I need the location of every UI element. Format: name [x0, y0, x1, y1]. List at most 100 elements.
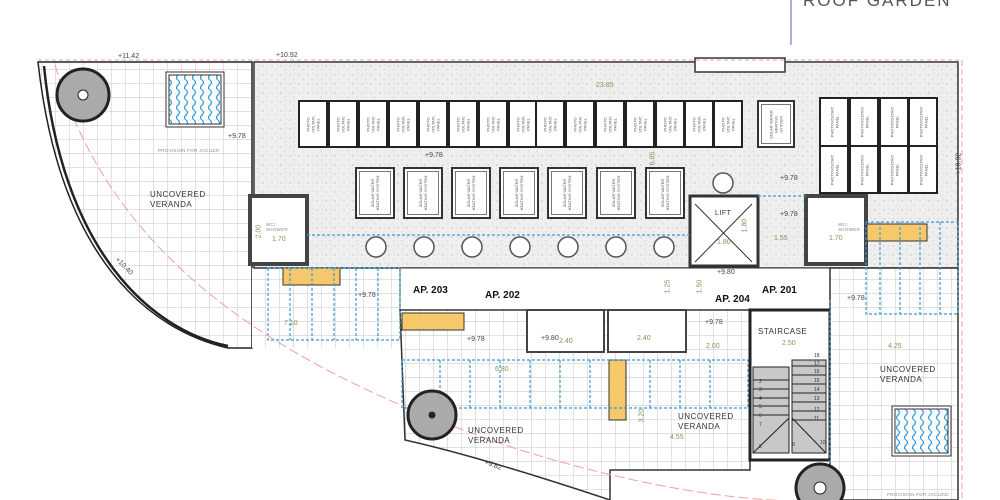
dimension-label: 2.00: [706, 343, 720, 350]
dimension-label: 1.80: [741, 218, 749, 233]
pv-panel-label: PHOTO VOLTAIC PANEL: [632, 115, 648, 133]
left-veranda-edge: [42, 65, 229, 348]
stair-step-number: 18: [814, 353, 820, 359]
dimension-label: 1.25: [664, 279, 672, 294]
pv-panel-label: PHOTO VOLTAIC PANEL: [365, 115, 381, 133]
room-label-lift: LIFT: [715, 210, 732, 217]
spiral-staircase: [55, 67, 846, 500]
pv-panel-label: PHOTO VOLTAIC PANEL: [395, 115, 411, 133]
stair-step-number: 15: [814, 378, 820, 384]
stair-step-number: 5: [759, 404, 762, 410]
dimension-label: 23.85: [596, 82, 614, 89]
pv-panel: PHOTO VOLTAIC PANEL: [535, 100, 565, 148]
pv-panel: PHOTO VOLTAIC PANEL: [478, 100, 508, 148]
room-label-wc-left: WC/ SHOWER: [266, 222, 289, 232]
level-marker: +9.78: [358, 292, 376, 299]
bathroom-ap204: [607, 309, 687, 353]
pv-panel: PHOTO VOLTAIC PANEL: [595, 100, 625, 148]
stair-step-number: 4: [759, 396, 762, 402]
stair-step-number: 17: [814, 361, 820, 367]
dimension-label: 6.85: [649, 151, 657, 166]
pv-panel-label: PHOTOVOLTAIC PANEL: [829, 106, 840, 138]
room-label-wc-right: WC/ SHOWER: [838, 222, 861, 232]
apartment-label-201: AP. 201: [762, 285, 797, 296]
dimension-label: 2.50: [782, 340, 796, 347]
solar-water-heater: SOLAR WATER HEATING SYSTEM: [547, 167, 587, 219]
right-veranda: [829, 267, 959, 500]
jacuzzi-note-left: PROVISION FOR JACUZZI: [158, 148, 220, 153]
solar-water-heater: SOLAR WATER HEATING SYSTEM: [403, 167, 443, 219]
dimension-label: 3.20: [638, 408, 646, 423]
solar-water-heater: SOLAR WATER HEATING SYSTEM: [757, 100, 795, 148]
pv-panel-label: PHOTOVOLTAIC PANEL: [859, 106, 870, 138]
pv-panel: PHOTOVOLTAIC PANEL: [879, 145, 909, 194]
stair-step-number: 2: [759, 379, 762, 385]
room-label-staircase: STAIRCASE: [758, 327, 808, 336]
dimension-label: 1.50: [696, 279, 704, 294]
level-marker: +9.78: [780, 211, 798, 218]
room-label-line: UNCOVERED: [880, 365, 936, 374]
room-label-line: UNCOVERED: [678, 412, 734, 421]
pv-panel: PHOTOVOLTAIC PANEL: [819, 97, 849, 147]
pv-panel: PHOTO VOLTAIC PANEL: [565, 100, 595, 148]
pv-panel: PHOTO VOLTAIC PANEL: [388, 100, 418, 148]
stair-step-number: 9: [792, 442, 795, 448]
stair-step-number: 11: [814, 416, 820, 422]
level-marker: +9.80: [541, 335, 559, 342]
property-boundary: [54, 64, 830, 500]
dimension-label: 2.40: [559, 338, 573, 345]
solar-heater-label: SOLAR WATER HEATING SYSTEM: [418, 175, 428, 211]
dimension-label: 1.55: [774, 235, 788, 242]
pv-panel-label: PHOTO VOLTAIC PANEL: [425, 115, 441, 133]
dimension-label: 7.10: [284, 320, 298, 327]
pv-panel: PHOTOVOLTAIC PANEL: [819, 145, 849, 194]
pv-panel: PHOTO VOLTAIC PANEL: [684, 100, 714, 148]
dimension-label: 6.80: [495, 366, 509, 373]
pv-panel-label: PHOTOVOLTAIC PANEL: [859, 154, 870, 185]
roof-notch: [694, 57, 786, 73]
room-label-line: UNCOVERED: [468, 426, 524, 435]
bathroom-ap202: [526, 309, 605, 353]
solar-heater-label: SOLAR WATER HEATING SYSTEM: [562, 175, 572, 211]
level-marker: +9.80: [717, 269, 735, 276]
kitchen-counter: [866, 223, 928, 242]
pv-panel-label: PHOTO VOLTAIC PANEL: [305, 115, 321, 133]
pv-panel-label: PHOTO VOLTAIC PANEL: [572, 115, 588, 133]
pv-panel-label: PHOTOVOLTAIC PANEL: [889, 106, 900, 138]
pv-panel: PHOTOVOLTAIC PANEL: [879, 97, 909, 147]
pv-panel-label: PHOTOVOLTAIC PANEL: [829, 154, 840, 185]
solar-water-heater: SOLAR WATER HEATING SYSTEM: [499, 167, 539, 219]
pv-panel-label: PHOTOVOLTAIC PANEL: [918, 106, 929, 138]
pv-panel-label: PHOTO VOLTAIC PANEL: [335, 115, 351, 133]
pv-panel-label: PHOTOVOLTAIC PANEL: [918, 154, 929, 185]
pv-panel: PHOTOVOLTAIC PANEL: [849, 145, 879, 194]
stair-step-number: 12: [814, 407, 820, 413]
dimension-label: 4.55: [670, 434, 684, 441]
level-marker: +9.78: [425, 152, 443, 159]
pv-panel-label: PHOTO VOLTAIC PANEL: [485, 115, 501, 133]
stair-step-number: 10: [820, 440, 826, 446]
pv-panel-label: PHOTO VOLTAIC PANEL: [542, 115, 558, 133]
room-label-line: VERANDA: [150, 200, 193, 209]
dimension-label: 2.40: [637, 335, 651, 342]
solar-water-heater: SOLAR WATER HEATING SYSTEM: [451, 167, 491, 219]
level-marker: +10.92: [276, 52, 298, 59]
room-label-line: VERANDA: [880, 375, 923, 384]
pergola-dashes: [267, 195, 959, 478]
dimension-label: 1.70: [272, 236, 286, 243]
stair-step-number: 8: [759, 444, 762, 450]
solar-water-heater: SOLAR WATER HEATING SYSTEM: [355, 167, 395, 219]
stairs: [752, 359, 827, 454]
left-wc: [248, 194, 309, 266]
water-tanks: [365, 172, 734, 258]
room-label-line: VERANDA: [678, 422, 721, 431]
kitchen-counter: [608, 359, 627, 421]
stair-step-number: 7: [759, 422, 762, 428]
pv-panel-label: PHOTO VOLTAIC PANEL: [691, 115, 707, 133]
dimension-label: 1.80: [717, 239, 731, 246]
level-marker: +11.42: [118, 53, 140, 60]
left-veranda: [37, 61, 253, 349]
pv-panel: PHOTOVOLTAIC PANEL: [908, 145, 938, 194]
apartment-label-204: AP. 204: [715, 294, 750, 305]
